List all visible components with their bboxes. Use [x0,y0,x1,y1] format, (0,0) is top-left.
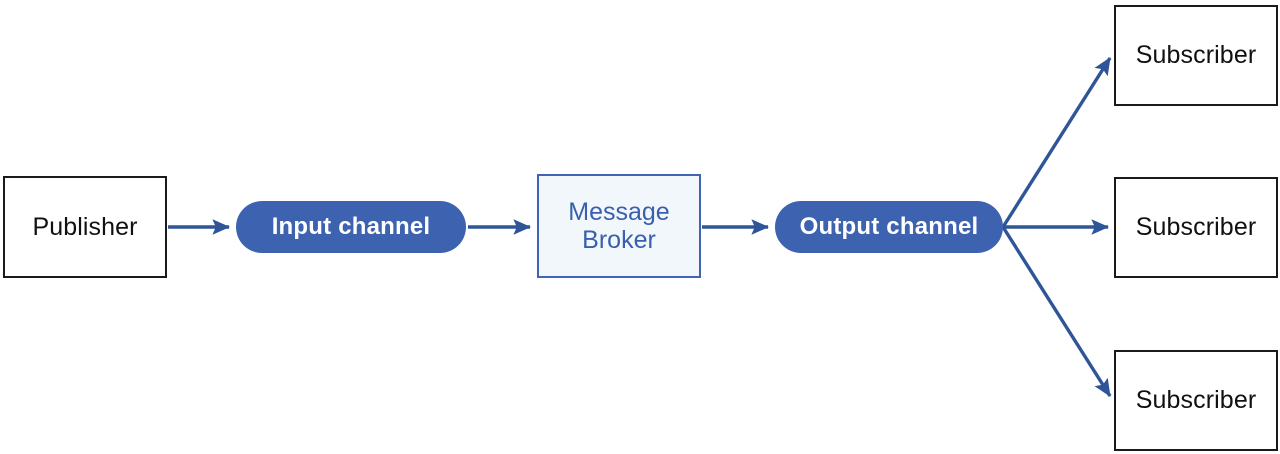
output-channel-label: Output channel [799,213,979,240]
subscriber-top-label: Subscriber [1135,41,1257,69]
node-output-channel[interactable]: Output channel [775,201,1003,253]
node-subscriber-bottom[interactable]: Subscriber [1114,350,1278,451]
subscriber-bottom-label: Subscriber [1135,386,1257,414]
publisher-label: Publisher [32,212,138,241]
edge-output-channel-to-subscriber-top [1001,57,1112,228]
edge-output-channel-to-subscriber-bottom [1001,226,1112,397]
node-subscriber-middle[interactable]: Subscriber [1114,177,1278,278]
node-publisher[interactable]: Publisher [3,176,167,278]
node-subscriber-top[interactable]: Subscriber [1114,5,1278,106]
node-message-broker[interactable]: Message Broker [537,174,701,278]
node-input-channel[interactable]: Input channel [236,201,466,253]
subscriber-middle-label: Subscriber [1135,213,1257,241]
message-broker-label-line-2: Broker [582,226,656,254]
input-channel-label: Input channel [271,213,431,240]
message-broker-label-line-1: Message [568,198,670,226]
